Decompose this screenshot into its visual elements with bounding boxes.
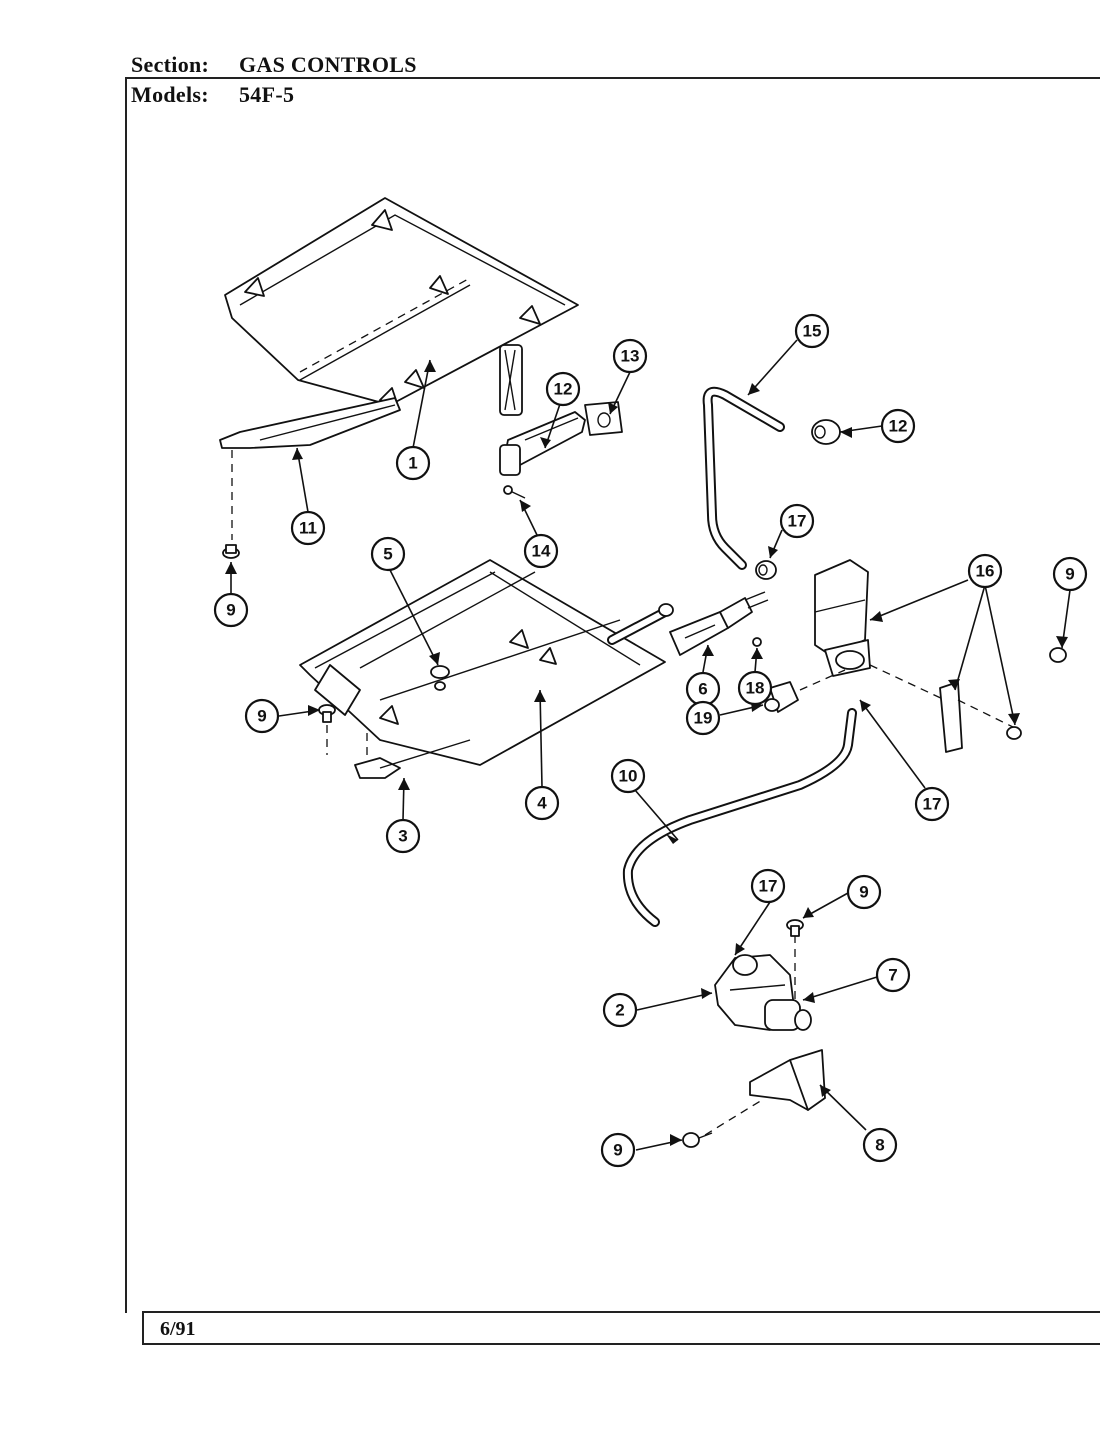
frame-footer-left-rule [142,1312,144,1344]
part-9-screw-upper-left [222,544,240,559]
callout-13-text: 13 [621,347,640,366]
callout-7: 7 [875,957,911,993]
callout-1: 1 [395,445,431,481]
callout-16: 16 [967,553,1003,589]
callout-9-valve: 9 [846,874,882,910]
part-19-orifice [764,669,846,713]
callout-19-text: 19 [694,709,713,728]
callout-4: 4 [524,785,560,821]
callout-9-upper-right: 9 [1052,556,1088,592]
callout-5: 5 [370,536,406,572]
callout-7-text: 7 [888,966,897,985]
callout-6-text: 6 [698,680,707,699]
burner-tube [607,603,674,645]
callout-5-text: 5 [383,545,392,564]
callout-18-text: 18 [746,679,765,698]
callout-17-valve: 17 [750,868,786,904]
callout-12-nut-text: 12 [889,417,908,436]
part-11-bracket [219,397,401,540]
section-title: GAS CONTROLS [239,52,417,77]
part-9-screw-upper-right [1049,647,1067,663]
frame-footer-top-rule [142,1311,1100,1313]
part-9-screw-valve [786,919,804,937]
section-label: Section: [131,52,210,77]
callout-9-middle-left-text: 9 [257,707,266,726]
callout-2-text: 2 [615,1001,624,1020]
part-6-igniter [669,591,769,656]
callout-13: 13 [612,338,648,374]
part-15-gas-tube [702,386,785,570]
footer-date: 6/91 [160,1318,196,1340]
frame-footer-bottom-rule [142,1343,1100,1345]
callout-15: 15 [794,313,830,349]
callout-11: 11 [290,510,326,546]
callout-8: 8 [862,1127,898,1163]
frame-top-rule [125,77,1100,79]
callout-12-pilot: 12 [545,371,581,407]
part-1-upper-shield [224,197,579,407]
callout-16-text: 16 [976,562,995,581]
callout-4-text: 4 [537,794,547,813]
callout-12-pilot-text: 12 [554,380,573,399]
callout-17-middle: 17 [914,786,950,822]
part-9-screw-bottom [682,1132,713,1148]
models-value: 54F-5 [239,82,295,107]
callout-19: 19 [685,700,721,736]
callout-9-bottom: 9 [600,1132,636,1168]
callout-3: 3 [385,818,421,854]
callout-10-text: 10 [619,767,638,786]
callout-9-upper-left-text: 9 [226,601,235,620]
part-16-valve-assembly [814,559,1016,753]
models-label: Models: [131,82,209,107]
part-12-pilot-tube [499,411,586,476]
callout-11-text: 11 [299,519,317,538]
callout-18: 18 [737,670,773,706]
callout-14-text: 14 [532,542,551,561]
callout-17-valve-text: 17 [759,877,778,896]
callout-9-upper-right-text: 9 [1065,565,1074,584]
callout-10: 10 [610,758,646,794]
callout-9-middle-left: 9 [244,698,280,734]
callout-14: 14 [523,533,559,569]
callout-15-text: 15 [803,322,822,341]
callout-1-text: 1 [408,454,417,473]
part-2-gas-valve [714,935,812,1031]
part-8-valve-bracket [704,1049,826,1136]
callout-9-bottom-text: 9 [613,1141,622,1160]
callout-6: 6 [685,671,721,707]
part-17-fitting-upper [755,560,777,580]
part-18-screw [752,637,762,647]
part-14-screw [503,485,526,499]
callout-17-upper: 17 [779,503,815,539]
callout-17-middle-text: 17 [923,795,942,814]
part-3-bracket [354,733,471,779]
callout-3-text: 3 [398,827,407,846]
part-5-wing-nut [430,665,450,691]
part-10-gas-line [622,708,857,927]
arrowheads [225,360,1068,1146]
callout-17-upper-text: 17 [788,512,807,531]
burner-support [499,344,523,416]
part-12-fitting-nut [811,419,841,445]
leader-lines [230,339,1071,1151]
part-16-screw [1006,726,1022,740]
part-4-lower-shield [299,559,666,766]
part-9-screw-middle-left [318,704,336,755]
callout-9-valve-text: 9 [859,883,868,902]
frame-left-rule [125,77,127,1313]
callout-12-nut: 12 [880,408,916,444]
callout-2: 2 [602,992,638,1028]
callout-8-text: 8 [875,1136,884,1155]
callout-9-upper-left: 9 [213,592,249,628]
